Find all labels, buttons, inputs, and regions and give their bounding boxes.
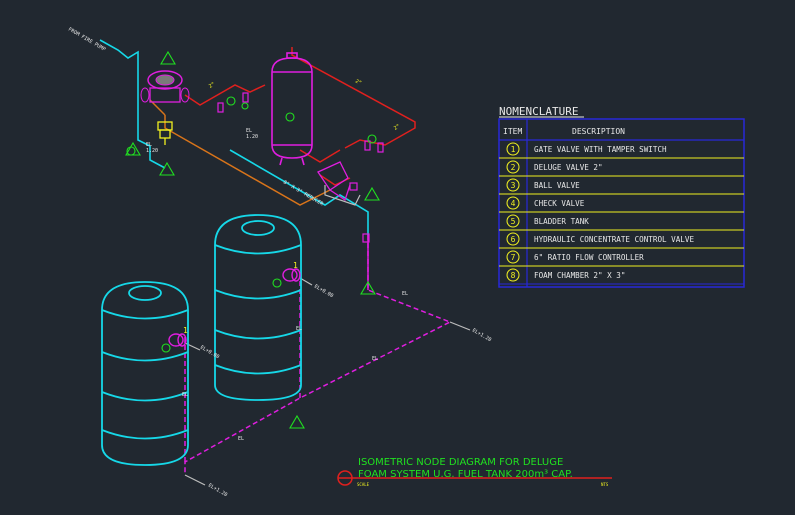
scale-left-label: SCALE — [357, 482, 370, 487]
item-number-circle — [506, 268, 520, 282]
item-number: 4 — [511, 199, 516, 208]
tank-right-level-label: EL+0.00 — [313, 284, 334, 300]
ratio-flow-controller — [317, 161, 351, 202]
nomenclature-row: 2 DELUGE VALVE 2" — [499, 160, 744, 177]
svg-text:EL: EL — [372, 356, 378, 362]
title-block: ISOMETRIC NODE DIAGRAM FOR DELUGE FOAM S… — [337, 457, 612, 487]
item-number-circle — [506, 178, 520, 192]
svg-text:EL: EL — [402, 291, 408, 297]
item-number-circle — [506, 250, 520, 264]
pipe-end-bottom-label: EL+1.20 — [207, 483, 228, 499]
tank-left-level-label: EL+0.00 — [199, 345, 220, 361]
item-number: 6 — [511, 235, 516, 244]
title-line-2: FOAM SYSTEM U.G. FUEL TANK 200m³ CAP. — [358, 469, 573, 480]
nomenclature-row: 5 BLADDER TANK — [499, 214, 744, 231]
title-line-1: ISOMETRIC NODE DIAGRAM FOR DELUGE — [358, 457, 563, 468]
svg-text:EL: EL — [146, 142, 152, 148]
item-number: 3 — [511, 181, 516, 190]
deluge-valve — [157, 121, 173, 145]
fuel-tank-left — [101, 281, 189, 466]
item-number-circle — [506, 196, 520, 210]
nomenclature-row: 8 FOAM CHAMBER 2" X 3" — [499, 268, 744, 285]
fuel-tank-right — [214, 214, 302, 401]
small-valves — [217, 92, 384, 243]
item-number-circle — [506, 214, 520, 228]
nomenclature-table: NOMENCLATURE ITEM DESCRIPTION 1 GATE VALV… — [498, 105, 745, 288]
title-symbol — [337, 470, 353, 486]
bladder-pipe-red — [184, 47, 416, 186]
item-number: 7 — [511, 253, 516, 262]
item-description: 6" RATIO FLOW CONTROLLER — [534, 253, 644, 262]
scale-right-label: NTS — [601, 482, 609, 487]
svg-text:EL: EL — [238, 436, 244, 442]
item-description: HYDRAULIC CONCENTRATE CONTROL VALVE — [534, 235, 694, 244]
svg-text:1.20: 1.20 — [246, 134, 258, 140]
nomenclature-row: 6 HYDRAULIC CONCENTRATE CONTROL VALVE — [499, 232, 744, 249]
item-number-circle — [506, 232, 520, 246]
item-description: BLADDER TANK — [534, 217, 589, 226]
foam-pipe-magenta — [184, 235, 452, 475]
svg-text:EL: EL — [182, 392, 188, 398]
svg-text:EL: EL — [246, 128, 252, 134]
drain-pipe-white — [184, 185, 471, 486]
svg-text:2”: 2” — [354, 78, 362, 86]
col-item-header: ITEM — [503, 127, 522, 136]
item-description: GATE VALVE WITH TAMPER SWITCH — [534, 145, 667, 154]
col-description-header: DESCRIPTION — [572, 127, 625, 136]
foam-chambers — [168, 268, 301, 347]
nomenclature-row: 7 6" RATIO FLOW CONTROLLER — [499, 250, 744, 267]
item-description: DELUGE VALVE 2" — [534, 163, 603, 172]
svg-text:1: 1 — [183, 326, 188, 335]
item-number: 8 — [511, 271, 516, 280]
item-number: 2 — [511, 163, 516, 172]
node-tags — [125, 50, 380, 429]
svg-text:2”: 2” — [208, 82, 216, 90]
svg-text:1.20: 1.20 — [146, 148, 158, 154]
item-description: CHECK VALVE — [534, 199, 585, 208]
tank-number-tags: 1 1 — [183, 261, 298, 335]
item-number-circle — [506, 142, 520, 156]
item-description: FOAM CHAMBER 2" X 3" — [534, 271, 625, 280]
nomenclature-row: 4 CHECK VALVE — [499, 196, 744, 213]
gate-valve-assembly — [140, 70, 190, 103]
item-description: BALL VALVE — [534, 181, 580, 190]
pipe-size-labels: 2” 2” 2” EL 1.20 EL 1.20 EL EL EL EL EL — [146, 78, 408, 442]
nomenclature-title: NOMENCLATURE — [499, 105, 578, 118]
supply-pipe-cyan — [99, 39, 369, 235]
nomenclature-row: 1 GATE VALVE WITH TAMPER SWITCH — [499, 142, 744, 159]
item-number: 5 — [511, 217, 516, 226]
pipe-end-label: EL+1.20 — [471, 328, 492, 344]
svg-text:EL: EL — [296, 326, 302, 332]
svg-text:1: 1 — [293, 261, 298, 270]
nomenclature-row: 3 BALL VALVE — [499, 178, 744, 195]
svg-text:2”: 2” — [393, 124, 401, 132]
item-number-circle — [506, 160, 520, 174]
bladder-tank — [271, 52, 313, 166]
item-number: 1 — [511, 145, 516, 154]
